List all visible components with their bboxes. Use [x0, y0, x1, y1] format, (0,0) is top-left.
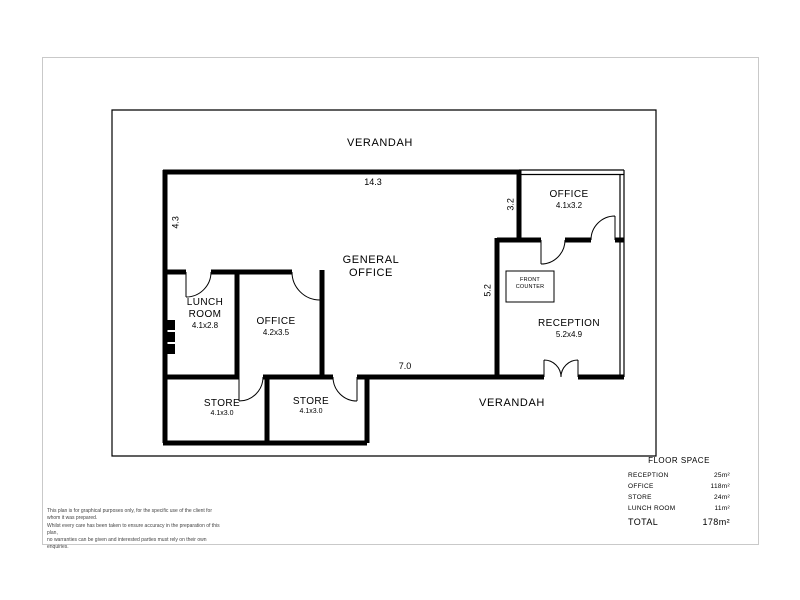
- dimension-bottom: 7.0: [398, 361, 412, 371]
- row-value: 11m²: [714, 505, 730, 512]
- total-value: 178m²: [702, 517, 730, 527]
- room-label-reception: RECEPTION 5.2x4.9: [519, 318, 619, 339]
- room-name-line2: COUNTER: [515, 283, 545, 290]
- office-top-right-door: [590, 215, 616, 241]
- row-value: 118m²: [710, 483, 730, 490]
- dimension-left: 4.3: [170, 216, 181, 229]
- room-label-lunch-room: LUNCH ROOM 4.1x2.8: [175, 297, 235, 330]
- room-size: 4.1x2.8: [191, 320, 219, 330]
- table-row: LUNCH ROOM 11m²: [628, 503, 730, 514]
- page-border: [42, 57, 759, 545]
- disclaimer-line2: Whilst every care has been taken to ensu…: [47, 522, 220, 536]
- disclaimer-line1: This plan is for graphical purposes only…: [47, 508, 212, 522]
- row-label: STORE: [628, 494, 652, 501]
- disclaimer-line3: no warranties can be given and intereste…: [47, 537, 207, 551]
- room-name-line1: LUNCH: [186, 297, 224, 308]
- room-label-general-office: GENERAL OFFICE: [311, 254, 431, 280]
- doors: [185, 215, 616, 402]
- room-name: OFFICE: [549, 189, 589, 200]
- room-name-line2: ROOM: [188, 308, 222, 320]
- room-size: 5.2x4.9: [555, 329, 583, 339]
- room-label-front-counter: FRONT COUNTER: [508, 277, 552, 290]
- dimension-office-depth: 3.2: [505, 198, 516, 211]
- room-name-line2: OFFICE: [349, 266, 393, 279]
- verandah-outline: [111, 109, 657, 457]
- room-size: 4.1x3.0: [210, 409, 234, 417]
- lunch-room-door: [185, 271, 212, 298]
- front-counter-box: [505, 270, 555, 303]
- dimension-reception: 5.2: [482, 284, 493, 297]
- room-size: 4.1x3.2: [555, 200, 583, 210]
- table-row: STORE 24m²: [628, 492, 730, 503]
- room-name-line1: GENERAL: [342, 254, 400, 266]
- disclaimer-text: This plan is for graphical purposes only…: [47, 508, 222, 552]
- room-size: 4.2x3.5: [262, 327, 290, 337]
- reception-entry-door: [543, 359, 579, 378]
- floor-space-title: FLOOR SPACE: [648, 456, 710, 465]
- verandah-bottom-label: VERANDAH: [479, 397, 545, 409]
- room-name-line1: FRONT: [520, 277, 540, 283]
- row-label: RECEPTION: [628, 472, 669, 479]
- windows: [519, 169, 625, 377]
- row-label: LUNCH ROOM: [628, 505, 676, 512]
- row-label: OFFICE: [628, 483, 654, 490]
- table-row: RECEPTION 25m²: [628, 470, 730, 481]
- room-name: STORE: [292, 396, 330, 407]
- kitchen-fixtures-icon: [166, 320, 175, 354]
- room-label-store-left: STORE 4.1x3.0: [182, 398, 262, 418]
- row-value: 24m²: [713, 494, 730, 501]
- row-value: 25m²: [713, 472, 730, 479]
- front-counter-door: [540, 239, 566, 265]
- store-left-door: [238, 376, 264, 402]
- table-row: OFFICE 118m²: [628, 481, 730, 492]
- room-label-office-left: OFFICE 4.2x3.5: [236, 316, 316, 337]
- verandah-top-label: VERANDAH: [347, 137, 413, 149]
- room-name: STORE: [203, 398, 241, 409]
- room-name: OFFICE: [256, 316, 296, 327]
- room-size: 4.1x3.0: [299, 407, 323, 415]
- room-name: RECEPTION: [538, 318, 600, 329]
- total-label: TOTAL: [628, 517, 659, 527]
- store-right-door: [332, 376, 358, 402]
- office-left-door: [291, 271, 321, 301]
- table-row-total: TOTAL 178m²: [628, 517, 730, 527]
- room-label-office-top-right: OFFICE 4.1x3.2: [529, 189, 609, 210]
- floor-space-table: FLOOR SPACE RECEPTION 25m² OFFICE 118m² …: [628, 456, 730, 527]
- dimension-top: 14.3: [364, 177, 382, 187]
- walls: [162, 169, 624, 446]
- room-label-store-right: STORE 4.1x3.0: [271, 396, 351, 416]
